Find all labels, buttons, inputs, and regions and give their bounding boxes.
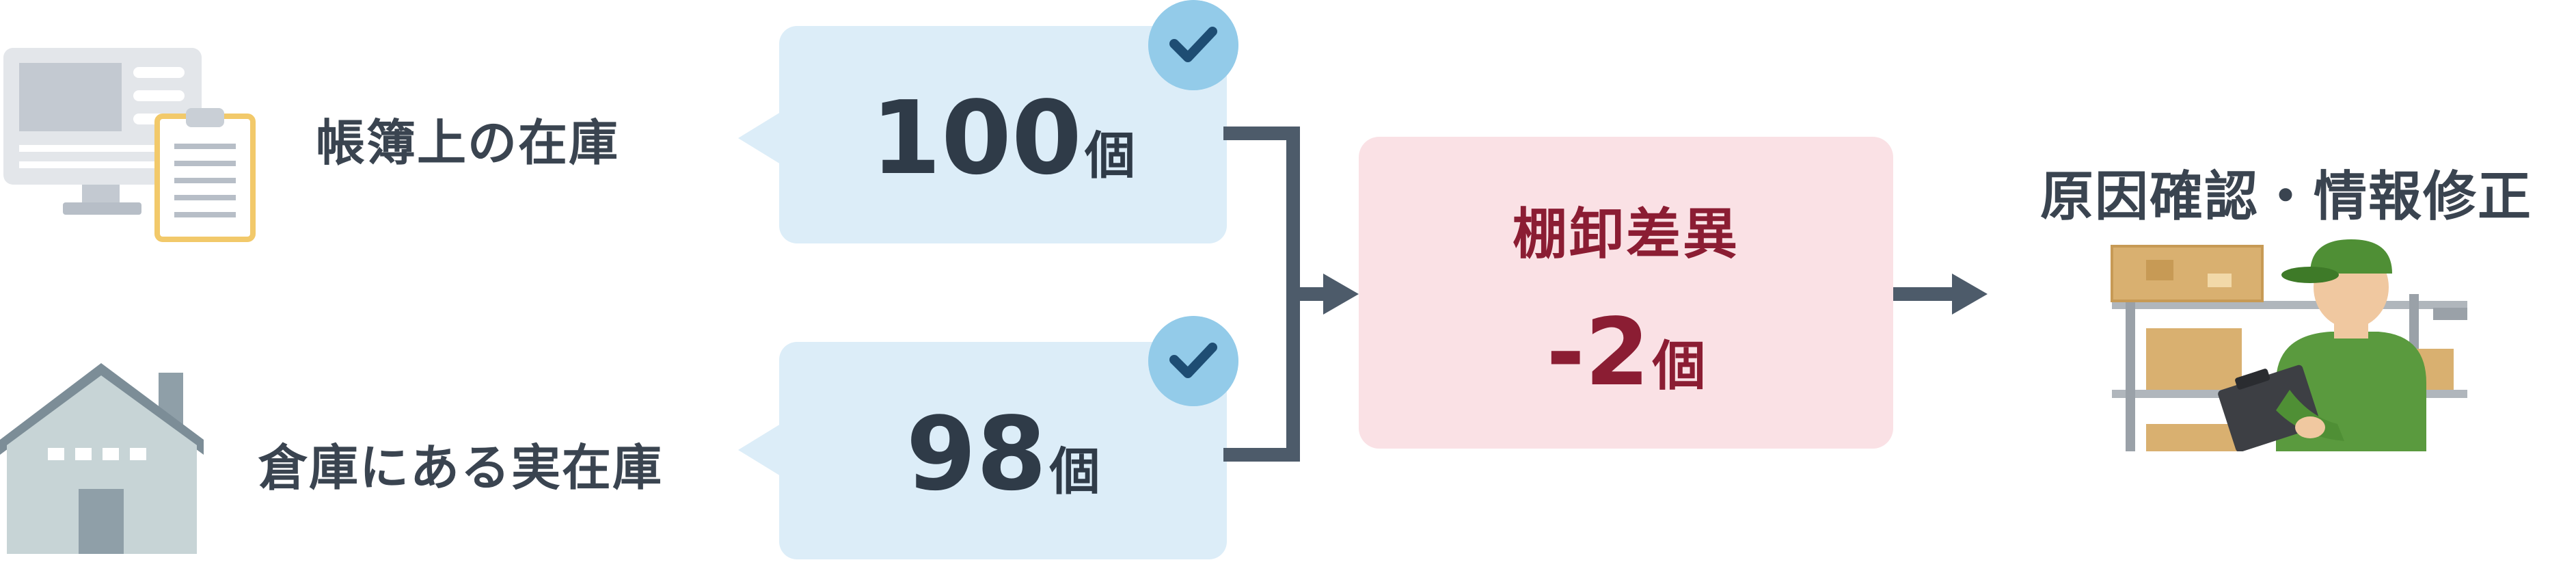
difference-number: -2	[1546, 299, 1650, 407]
worker-icon	[2111, 239, 2467, 451]
clipboard-icon	[154, 108, 256, 242]
action-arrow	[1893, 274, 1988, 315]
actual-quantity-unit: 個	[1049, 442, 1100, 501]
warehouse-icon	[0, 363, 204, 554]
merge-connector	[1223, 127, 1359, 462]
action-label: 原因確認・情報修正	[2040, 166, 2533, 228]
actual-quantity-value: 98	[906, 395, 1047, 513]
book-bubble-tail	[738, 112, 781, 164]
actual-quantity: 98 個	[779, 403, 1227, 505]
difference-unit: 個	[1652, 336, 1706, 397]
check-icon	[1148, 316, 1238, 406]
book-inventory-label: 帳簿上の在庫	[316, 114, 620, 172]
difference-title: 棚卸差異	[1513, 202, 1739, 266]
check-icon	[1148, 0, 1238, 90]
difference-box: 棚卸差異 -2 個	[1359, 137, 1893, 449]
computer-icon	[3, 48, 202, 215]
actual-bubble-tail	[738, 424, 781, 476]
book-quantity: 100 個	[779, 88, 1227, 189]
computer-clipboard-illustration	[3, 48, 256, 242]
difference-value: -2 個	[1359, 306, 1893, 399]
book-quantity-value: 100	[871, 79, 1082, 197]
actual-inventory-label: 倉庫にある実在庫	[258, 439, 664, 496]
book-quantity-unit: 個	[1084, 127, 1135, 185]
